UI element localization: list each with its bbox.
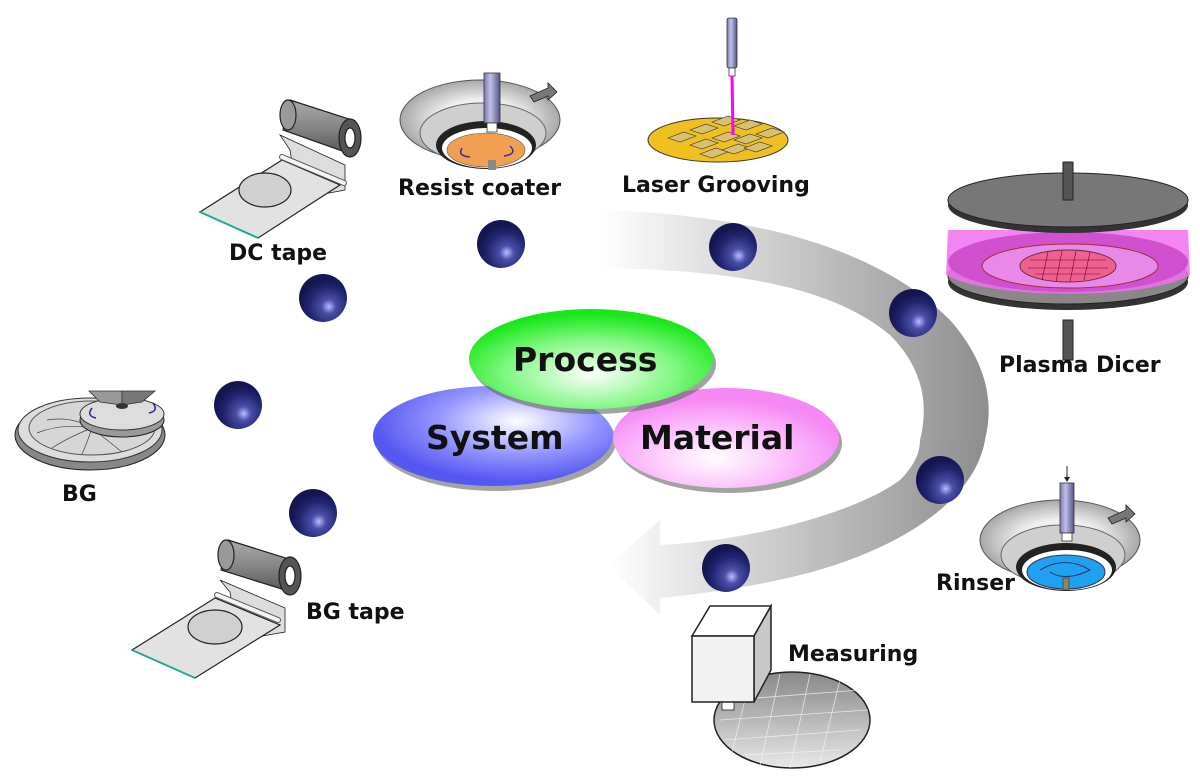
plasma-dicer-icon bbox=[946, 161, 1190, 361]
sphere-marker bbox=[702, 544, 750, 592]
material-ellipse bbox=[613, 388, 839, 488]
measuring-icon bbox=[690, 603, 871, 769]
arc-upper-band bbox=[600, 210, 989, 440]
system-label: System bbox=[426, 418, 564, 457]
step-label-dc-tape: DC tape bbox=[229, 241, 328, 266]
dc-tape-icon bbox=[198, 99, 362, 239]
center-venn bbox=[373, 309, 842, 493]
bg-tape-icon bbox=[130, 539, 302, 679]
sphere-marker bbox=[214, 381, 262, 429]
spheres bbox=[214, 220, 964, 592]
sphere-marker bbox=[709, 223, 757, 271]
step-label-bg: BG bbox=[62, 482, 97, 507]
process-label: Process bbox=[513, 340, 658, 379]
step-label-plasma-dicer: Plasma Dicer bbox=[999, 353, 1161, 378]
back-grinder-icon bbox=[14, 390, 166, 471]
process-ellipse bbox=[469, 309, 713, 409]
sphere-marker bbox=[289, 489, 337, 537]
step-label-bg-tape: BG tape bbox=[306, 600, 405, 625]
sphere-marker bbox=[299, 274, 347, 322]
step-label-laser-grooving: Laser Grooving bbox=[622, 173, 810, 198]
sphere-marker bbox=[916, 456, 964, 504]
laser-grooving-icon bbox=[647, 17, 789, 163]
material-label: Material bbox=[640, 418, 795, 457]
step-label-measuring: Measuring bbox=[788, 642, 919, 667]
sphere-marker bbox=[477, 220, 525, 268]
step-label-rinser: Rinser bbox=[936, 571, 1016, 596]
sphere-marker bbox=[889, 289, 937, 337]
step-label-resist-coater: Resist coater bbox=[398, 176, 562, 201]
rinser-icon bbox=[979, 466, 1141, 591]
resist-coater-icon bbox=[399, 72, 561, 170]
